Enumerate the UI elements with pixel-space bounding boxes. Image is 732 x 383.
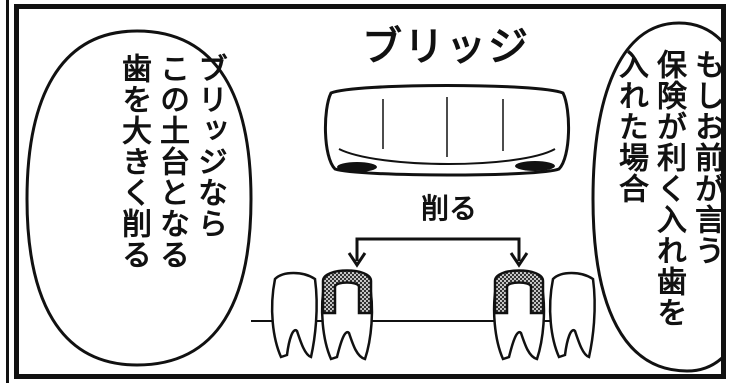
right-balloon-line-3: 入れた場合	[613, 49, 648, 204]
panel-illustration	[25, 21, 721, 373]
bridge-title: ブリッジ	[362, 24, 530, 70]
right-balloon-line-1: もしお前が言う	[689, 49, 724, 266]
left-balloon-line-1: ブリッジなら	[192, 53, 227, 239]
right-neighbor-tooth	[548, 271, 596, 359]
right-balloon-line-2: 保険が利く入れ歯を	[651, 49, 686, 328]
comic-panel: ブリッジ 削る ブリッジなら この土台となる 歯を大きく削る もしお前が言う 保…	[14, 4, 726, 379]
left-balloon-text: ブリッジなら この土台となる 歯を大きく削る	[97, 53, 227, 353]
left-balloon-line-2: この土台となる	[154, 53, 189, 270]
bridge-crown-illustration	[323, 84, 571, 177]
left-neighbor-tooth	[270, 271, 318, 359]
right-balloon-text: もしお前が言う 保険が利く入れ歯を 入れた場合	[613, 49, 724, 369]
right-abutment-tooth	[492, 269, 546, 361]
left-balloon-line-3: 歯を大きく削る	[116, 53, 151, 270]
left-speech-balloon	[25, 29, 253, 367]
left-gutter-frame	[0, 0, 9, 383]
cut-label: 削る	[420, 192, 477, 225]
left-abutment-tooth	[320, 269, 374, 361]
cut-indicator-arrow	[347, 237, 529, 268]
right-speech-balloon	[591, 21, 721, 373]
